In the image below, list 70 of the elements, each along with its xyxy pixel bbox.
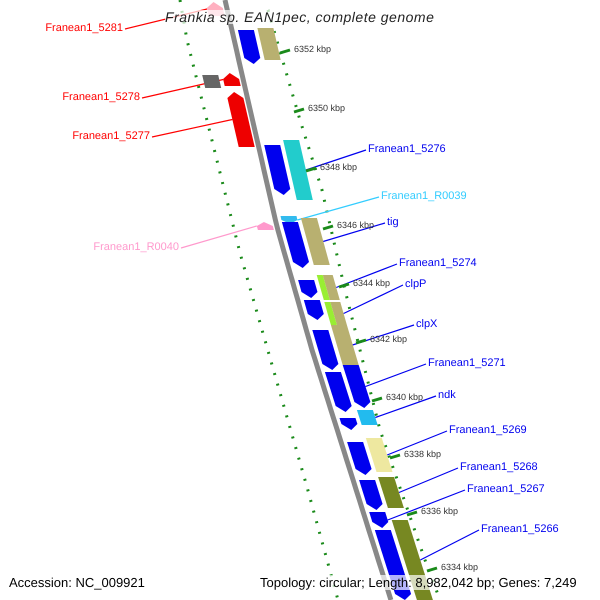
gene-label: clpX (416, 319, 438, 330)
gene-bar (330, 302, 347, 325)
leader-line (180, 225, 257, 249)
leader-line (336, 263, 398, 288)
gene-bar (257, 28, 281, 60)
title: Frankia sp. EAN1pec, complete genome (165, 10, 434, 24)
gene-label: Franean1_5278 (62, 92, 140, 103)
gene-bar (264, 145, 290, 195)
gene-bar (366, 438, 392, 472)
scale-label: 6340 kbp (386, 393, 424, 402)
gene-label: Franean1_5271 (428, 358, 506, 369)
leader-line (398, 467, 458, 494)
leader-line (297, 196, 380, 221)
leader-line (365, 363, 426, 388)
gene-bar (347, 442, 372, 475)
gene-bar (324, 302, 337, 325)
leader-line (343, 284, 404, 314)
gene-bar (223, 73, 241, 86)
gene-label: Franean1_5267 (467, 484, 545, 495)
scale-label: 6346 kbp (337, 221, 374, 230)
gene-label: Franean1_5277 (72, 131, 150, 142)
footer-text: Topology: circular; Length: 8,982,042 bp; Genes: 7,249 (260, 575, 577, 590)
scale-label: 6348 kbp (320, 163, 358, 172)
gene-label: Franean1_5268 (460, 462, 538, 473)
gene-bar (378, 477, 404, 508)
gene-label: Franean1_5266 (481, 524, 559, 535)
gene-bar (304, 300, 324, 320)
gene-bar (324, 372, 352, 412)
footer-text: Accession: NC_009921 (9, 575, 145, 590)
gene-bar (340, 418, 358, 430)
scale-label: 6336 kbp (421, 507, 458, 516)
gene-label: Franean1_5269 (449, 425, 527, 436)
leader-line (142, 78, 224, 99)
gene-bar (316, 275, 330, 300)
gene-bar (300, 218, 330, 265)
gene-bar (227, 92, 255, 147)
gene-label: ndk (438, 390, 456, 401)
scale-label: 6344 kbp (353, 279, 390, 288)
leader-line (420, 529, 480, 561)
gene-bar (298, 280, 318, 298)
gene-bar (322, 275, 340, 300)
gene-bar (202, 75, 222, 88)
gene-label: Franean1_5276 (368, 144, 446, 155)
gene-label: Franean1_5281 (45, 23, 123, 34)
gene-bar (342, 365, 370, 408)
gene-bar (359, 480, 383, 510)
leader-line (306, 149, 366, 171)
scale-label: 6352 kbp (294, 45, 332, 54)
scale-label: 6342 kbp (370, 335, 408, 344)
leader-line (375, 395, 436, 418)
gene-label: tig (387, 217, 399, 228)
leader-line (152, 118, 232, 138)
gene-bar (280, 216, 298, 224)
scale-label: 6338 kbp (404, 450, 442, 459)
leader-line (386, 430, 448, 456)
gene-label: clpP (405, 279, 426, 290)
gene-bar (369, 512, 388, 528)
leader-line (322, 222, 386, 242)
gene-bar (256, 222, 274, 230)
gene-bar (238, 30, 260, 64)
gene-label: Franean1_5274 (399, 258, 477, 269)
gene-bar (356, 410, 378, 425)
gene-bar (282, 222, 309, 268)
gene-label: Franean1_R0040 (93, 242, 179, 253)
gene-bar (283, 140, 313, 200)
gene-bar (312, 330, 338, 370)
scale-label: 6350 kbp (308, 104, 346, 113)
scale-label: 6334 kbp (441, 563, 478, 572)
leader-line (387, 489, 466, 521)
gene-label: Franean1_R0039 (381, 191, 467, 202)
